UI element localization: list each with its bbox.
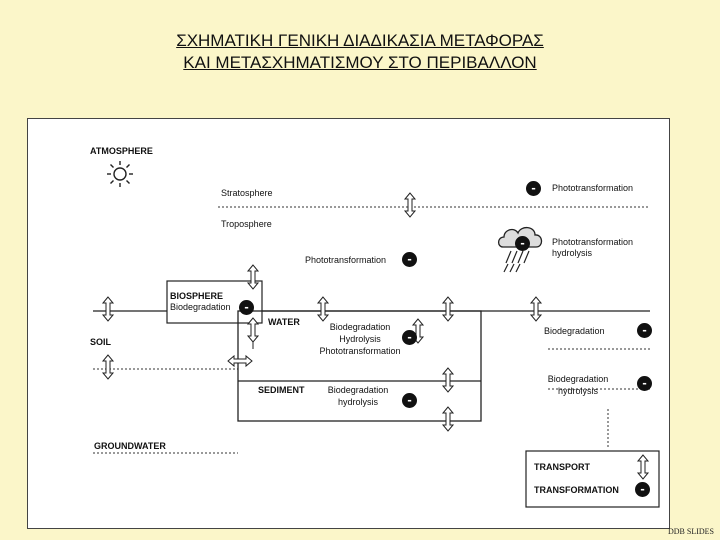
diagram-panel: ATMOSPHERE Stratosphere Troposphere - Ph…	[27, 118, 670, 529]
transport-arrow-soil-water	[227, 355, 253, 367]
biosphere-label: BIOSPHERE	[170, 291, 224, 301]
sediment-process-line-2: hydrolysis	[337, 397, 378, 407]
diagram-graphics	[93, 161, 660, 508]
atmosphere-label: ATMOSPHERE	[90, 146, 153, 156]
right-sediment-minus-icon: -	[637, 376, 652, 391]
water-label: WATER	[268, 317, 300, 327]
strat-process-label: Phototransformation	[552, 183, 634, 193]
right-water-process-label: Biodegradation	[544, 326, 605, 336]
water-minus-icon: -	[402, 330, 417, 345]
legend-box	[525, 450, 660, 508]
tropo-process-label: Phototransformation	[305, 255, 387, 265]
right-sediment-process-line-1: Biodegradation	[547, 374, 609, 384]
biosphere-process-label: Biodegradation	[170, 302, 231, 312]
transport-arrow-water-surface-2	[442, 296, 454, 322]
transport-arrow-sediment-ground	[442, 406, 454, 432]
right-water-minus-icon: -	[637, 323, 652, 338]
transport-arrow-water-surface-1	[317, 296, 329, 322]
legend-transformation-minus-icon: -	[635, 482, 650, 497]
transport-arrow-soil-left	[102, 296, 114, 322]
legend-transformation-label: TRANSFORMATION	[534, 485, 619, 495]
stratosphere-label: Stratosphere	[221, 188, 273, 198]
title-line-2: ΚΑΙ ΜΕΤΑΣΧΗΜΑΤΙΣΜΟΥ ΣΤΟ ΠΕΡΙΒΑΛΛΟΝ	[183, 53, 537, 72]
sun-icon	[107, 161, 133, 187]
transport-arrow-right-surface	[530, 296, 542, 322]
transport-arrow-soil-lower	[102, 354, 114, 380]
groundwater-label: GROUNDWATER	[94, 441, 166, 451]
soil-label: SOIL	[90, 337, 112, 347]
title-line-1: ΣΧΗΜΑΤΙΚΗ ΓΕΝΙΚΗ ΔΙΑΔΙΚΑΣΙΑ ΜΕΤΑΦΟΡΑΣ	[176, 31, 544, 50]
cloud-minus-icon: -	[515, 236, 530, 251]
troposphere-label: Troposphere	[221, 219, 272, 229]
sediment-label: SEDIMENT	[258, 385, 305, 395]
slide-title: ΣΧΗΜΑΤΙΚΗ ΓΕΝΙΚΗ ΔΙΑΔΙΚΑΣΙΑ ΜΕΤΑΦΟΡΑΣ ΚΑ…	[0, 30, 720, 74]
sediment-minus-icon: -	[402, 393, 417, 408]
sediment-process-line-1: Biodegradation	[327, 385, 389, 395]
water-sediment-box	[237, 310, 482, 422]
transport-arrow-stratosphere	[404, 192, 416, 218]
footer-label: DDB SLIDES	[667, 527, 714, 536]
tropo-minus-icon: -	[402, 252, 417, 267]
transport-arrow-biosphere-water	[247, 317, 259, 343]
transformation-minus-icon: -	[526, 181, 541, 196]
cloud-process-line-2: hydrolysis	[552, 248, 593, 258]
biosphere-minus-icon: -	[239, 300, 254, 315]
cloud-process-line-1: Phototransformation	[552, 237, 634, 247]
right-sediment-process-line-2: hydrolysis	[557, 386, 598, 396]
transport-arrow-biosphere-air	[247, 264, 259, 290]
water-process-line-1: Biodegradation	[329, 322, 391, 332]
legend-transport-label: TRANSPORT	[534, 462, 590, 472]
water-process-line-3: Phototransformation	[319, 346, 401, 356]
transport-arrow-water-sediment	[442, 367, 454, 393]
water-process-line-2: Hydrolysis	[339, 334, 381, 344]
